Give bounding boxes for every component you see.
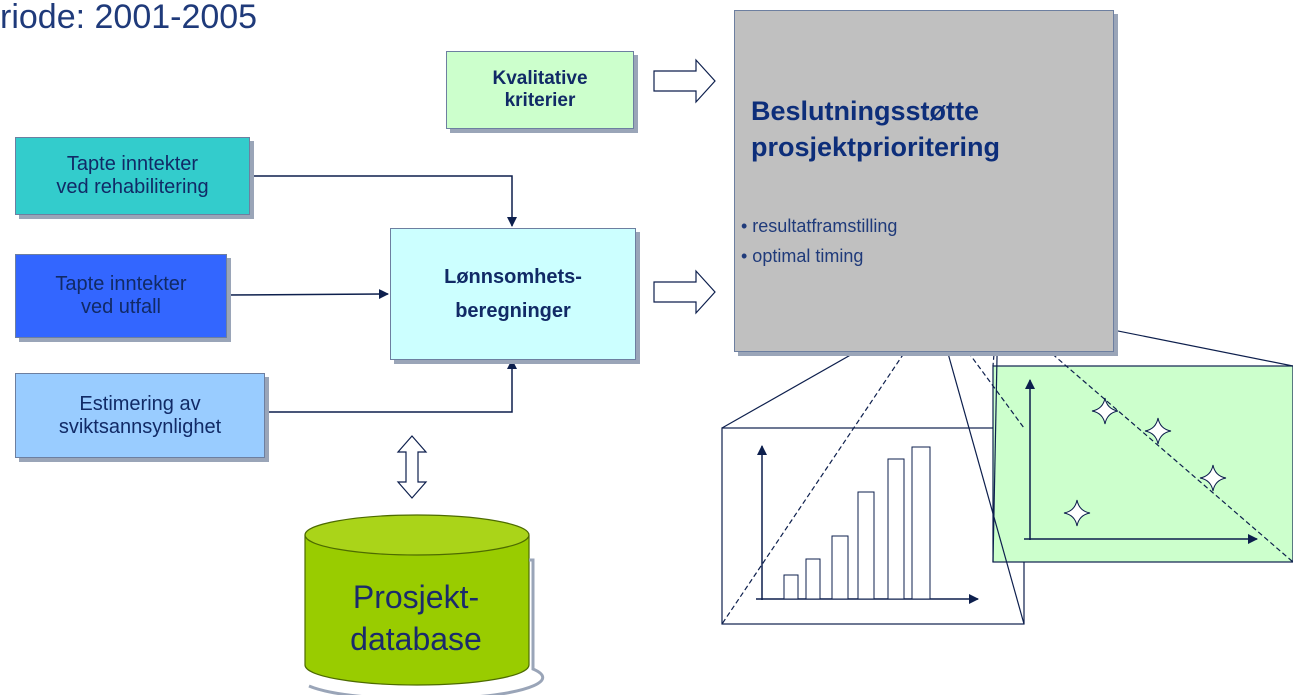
bar: [887, 458, 905, 600]
scatter-chart-panel: [992, 365, 1293, 563]
connector-estimering: [263, 359, 517, 413]
bullet-item: • optimal timing: [741, 246, 864, 266]
lost-income-rehabilitation-box: Tapte inntekter ved rehabilitering: [15, 137, 250, 215]
connector-rehab: [248, 175, 517, 227]
decision-support-bullets: • resultatframstilling • optimal timing: [741, 211, 897, 271]
decision-support-box: Beslutningsstøtte prosjektprioritering •…: [734, 10, 1114, 352]
bar: [831, 535, 849, 600]
bar: [783, 574, 799, 600]
four-point-star-icon: [1199, 464, 1227, 492]
four-point-star-icon: [1063, 499, 1091, 527]
bar: [911, 446, 931, 600]
block-arrow-right-icon: [653, 269, 716, 315]
double-arrow-vertical-icon: [396, 435, 428, 499]
project-database-label: Prosjekt- database: [350, 579, 482, 657]
qualitative-criteria-box: Kvalitative kriterier: [446, 51, 634, 129]
lost-income-outage-box: Tapte inntekter ved utfall: [15, 254, 227, 338]
cylinder-icon: [304, 514, 545, 695]
four-point-star-icon: [1144, 417, 1172, 445]
block-arrow-right-icon: [653, 58, 716, 104]
bar-chart-panel: [721, 427, 1025, 625]
page-title: riode: 2001-2005: [0, 0, 258, 36]
failure-probability-box: Estimering av sviktsannsynlighet: [15, 373, 265, 458]
decision-support-heading: Beslutningsstøtte prosjektprioritering: [751, 96, 1001, 162]
bar: [857, 491, 875, 600]
profitability-calculation-box: Lønnsomhets- beregninger: [390, 228, 636, 360]
four-point-star-icon: [1091, 397, 1119, 425]
bullet-item: • resultatframstilling: [741, 216, 898, 236]
bar: [805, 558, 821, 600]
connector-utfall: [224, 289, 389, 300]
